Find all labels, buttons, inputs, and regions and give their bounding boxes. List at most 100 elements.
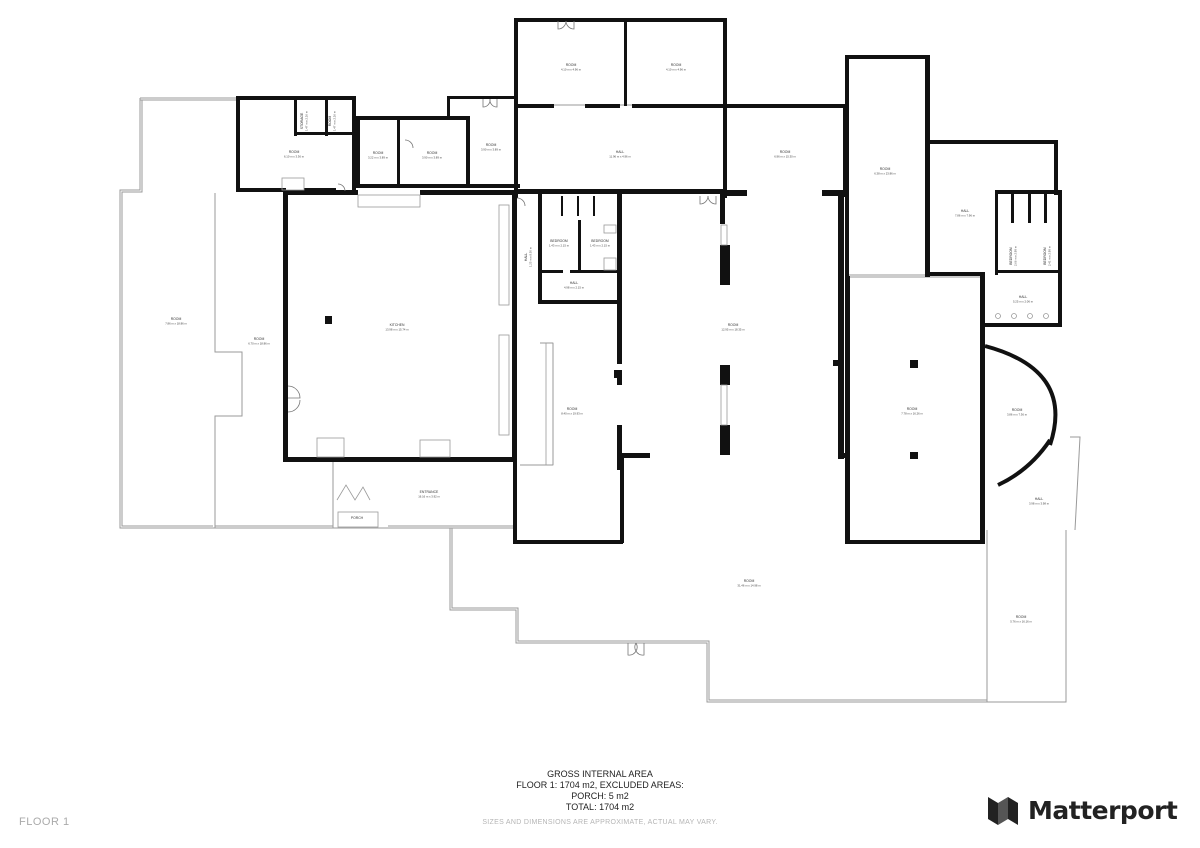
area-summary: GROSS INTERNAL AREA FLOOR 1: 1704 m2, EX… — [400, 769, 800, 813]
room-dimensions: 1.47 m x 2.26 m — [305, 110, 309, 131]
room-name: ROOM — [907, 407, 918, 411]
room-dimensions: 6.10 m x 3.36 m — [284, 155, 305, 159]
room-dimensions: 1.47 m x 2.26 m — [333, 110, 337, 131]
room-name: ROOM — [171, 317, 182, 321]
room-dimensions: 4.10 m x 4.96 m — [561, 68, 582, 72]
room-name: BEDROOM — [1009, 247, 1013, 265]
room-name: ROOM — [1012, 408, 1023, 412]
disclaimer: SIZES AND DIMENSIONS ARE APPROXIMATE, AC… — [482, 819, 718, 826]
room-name: HALL — [1019, 295, 1028, 299]
room-name: ROOM — [373, 151, 384, 155]
room-dimensions: 5.76 m x 16.16 m — [1010, 620, 1032, 624]
summary-floor-area: FLOOR 1: 1704 m2, EXCLUDED AREAS: — [516, 780, 684, 790]
room-name: ROOM — [567, 407, 578, 411]
room-name: PORCH — [351, 516, 364, 520]
room-dimensions: 7.78 m x 16.26 m — [901, 412, 923, 416]
room-name: ROOM — [486, 143, 497, 147]
door-swings — [287, 20, 717, 656]
room-dimensions: 3.90 m x 3.89 m — [422, 156, 443, 160]
brand-name: Matterport — [1028, 795, 1178, 825]
room-dimensions: 2.41 m x 2.99 m — [1048, 245, 1052, 266]
room-dimensions: 11.96 m x 4.96 m — [609, 155, 631, 159]
room-dimensions: 3.90 m x 3.89 m — [481, 148, 502, 152]
room-dimensions: 5.25 m x 2.06 m — [1013, 300, 1034, 304]
summary-title: GROSS INTERNAL AREA — [547, 769, 653, 779]
room-dimensions: 3.98 m x 3.98 m — [1029, 502, 1050, 506]
room-name: BEDROOM — [591, 239, 609, 243]
summary-total-area: TOTAL: 1704 m2 — [565, 802, 635, 812]
room-name: ROOM — [880, 167, 891, 171]
room-name: ROOM — [671, 63, 682, 67]
room-dimensions: 7.86 m x 7.96 m — [955, 214, 976, 218]
room-dimensions: 1.43 m x 2.15 m — [549, 244, 570, 248]
summary-porch-area: PORCH: 5 m2 — [571, 791, 629, 801]
room-name: ROOM — [566, 63, 577, 67]
room-dimensions: 8.40 m x 19.93 m — [561, 412, 583, 416]
room-name: HALL — [961, 209, 970, 213]
floor-label: FLOOR 1 — [19, 816, 70, 828]
room-dimensions: 13.98 m x 15.74 m — [385, 328, 409, 332]
curved-wall — [984, 344, 1058, 446]
fixtures — [281, 177, 1049, 528]
room-dimensions: 12.95 m x 18.35 m — [721, 328, 745, 332]
matterport-logo: Matterport — [986, 793, 1178, 827]
room-label: PORCH — [351, 516, 364, 520]
structural-walls — [236, 18, 1062, 544]
room-dimensions: 4.98 m x 2.15 m — [564, 286, 585, 290]
room-name: ROOM — [289, 150, 300, 154]
room-dimensions: 1.25 m x 8.50 m — [529, 246, 533, 267]
room-dimensions: 1.43 m x 2.15 m — [590, 244, 611, 248]
room-dimensions: 2.66 m x 2.99 m — [1014, 245, 1018, 266]
room-name: ROOM — [328, 116, 332, 127]
matterport-logo-icon — [988, 797, 1018, 825]
room-name: HALL — [616, 150, 625, 154]
room-name: BEDROOM — [550, 239, 568, 243]
room-name: HALL — [524, 253, 528, 262]
room-name: ROOM — [1016, 615, 1027, 619]
room-name: BEDROOM — [1043, 247, 1047, 265]
curved-wall-lower — [997, 438, 1052, 487]
room-name: KITCHEN — [390, 323, 405, 327]
room-dimensions: 31.46 m x 14.98 m — [737, 584, 761, 588]
room-name: ROOM — [744, 579, 755, 583]
room-name: HALL — [1035, 497, 1044, 501]
room-name: ENTRANCE — [420, 490, 439, 494]
glazing-lines — [119, 20, 1081, 703]
room-name: ROOM — [728, 323, 739, 327]
room-name: ROOM — [780, 150, 791, 154]
room-name: HALL — [570, 281, 579, 285]
room-name: STORAGE — [300, 112, 304, 129]
room-name: ROOM — [427, 151, 438, 155]
room-dimensions: 7.86 m x 18.86 m — [165, 322, 187, 326]
room-dimensions: 4.10 m x 4.96 m — [666, 68, 687, 72]
room-dimensions: 3.86 m x 7.36 m — [1007, 413, 1028, 417]
room-name: ROOM — [254, 337, 265, 341]
